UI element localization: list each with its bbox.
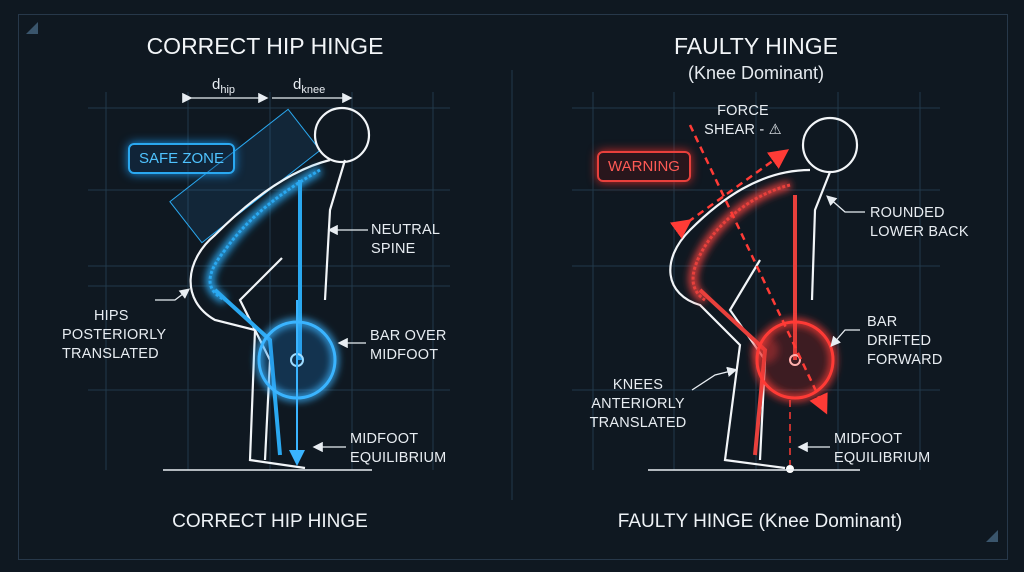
label-line: LOWER BACK xyxy=(870,224,969,240)
rounded-lower-back-label: ROUNDED LOWER BACK xyxy=(870,204,969,242)
label-line: ROUNDED xyxy=(870,205,945,221)
force-shear-label: FORCE SHEAR - ⚠ xyxy=(703,102,783,140)
dim-knee-base: d xyxy=(293,76,302,93)
label-line: EQUILIBRIUM xyxy=(350,450,447,466)
left-figure xyxy=(189,106,371,470)
corner-marks xyxy=(26,22,998,542)
dim-knee-label: dknee xyxy=(293,76,325,96)
bar-drifted-forward-label: BAR DRIFTED FORWARD xyxy=(867,313,943,370)
label-line: TRANSLATED xyxy=(62,346,159,362)
label-line: SPINE xyxy=(371,241,416,257)
label-line: TRANSLATED xyxy=(589,415,687,431)
label-line: FORWARD xyxy=(867,352,943,368)
right-caption: FAULTY HINGE (Knee Dominant) xyxy=(617,511,903,532)
left-safe-zone-rect xyxy=(169,108,321,244)
right-barbell xyxy=(754,319,836,401)
label-line: MIDFOOT xyxy=(370,347,439,363)
label-line: MIDFOOT xyxy=(350,431,419,447)
right-skeleton-glow xyxy=(689,181,797,456)
label-line: ANTERIORLY xyxy=(591,396,685,412)
midfoot-equilibrium-label: MIDFOOT EQUILIBRIUM xyxy=(350,430,446,468)
label-line: NEUTRAL xyxy=(371,222,441,238)
right-leader-lines xyxy=(691,195,865,453)
dim-hip-label: dhip xyxy=(212,76,235,96)
dim-knee-sub: knee xyxy=(301,84,326,96)
left-title: CORRECT HIP HINGE xyxy=(146,33,384,59)
label-line: KNEES xyxy=(612,377,664,393)
left-barbell xyxy=(256,300,338,466)
left-skeleton-glow xyxy=(206,166,322,456)
outer-frame xyxy=(18,14,1008,560)
label-line: POSTERIORLY xyxy=(62,327,167,343)
label-line: BAR OVER xyxy=(370,328,447,344)
label-line: FORCE xyxy=(717,103,769,119)
left-caption: CORRECT HIP HINGE xyxy=(172,511,368,532)
shear-icon: ⚠ xyxy=(768,122,782,138)
hips-label: HIPS POSTERIORLY TRANSLATED xyxy=(62,307,167,364)
label-line: BAR xyxy=(867,314,898,330)
left-grid xyxy=(88,92,450,470)
dim-hip-base: d xyxy=(212,76,221,93)
label-text: SHEAR - xyxy=(704,122,765,138)
neutral-spine-label: NEUTRAL SPINE xyxy=(371,221,440,259)
right-subtitle: (Knee Dominant) xyxy=(687,63,825,83)
label-line: HIPS xyxy=(94,308,129,324)
knees-label: KNEES ANTERIORLY TRANSLATED xyxy=(588,376,688,433)
label-line: MIDFOOT xyxy=(834,431,903,447)
right-title: FAULTY HINGE xyxy=(673,33,839,59)
bar-over-midfoot-label: BAR OVER MIDFOOT xyxy=(370,327,447,365)
midfoot-point xyxy=(786,465,794,473)
label-line: EQUILIBRIUM xyxy=(834,450,931,466)
force-arrows xyxy=(669,124,828,465)
left-leader-lines xyxy=(155,224,368,453)
label-line: SHEAR - ⚠ xyxy=(703,121,783,140)
right-midfoot-label: MIDFOOT EQUILIBRIUM xyxy=(834,430,930,468)
label-line: DRIFTED xyxy=(867,333,932,349)
warning-callout: WARNING xyxy=(597,151,691,182)
dim-hip-sub: hip xyxy=(220,84,236,96)
safe-zone-callout: SAFE ZONE xyxy=(128,143,236,174)
